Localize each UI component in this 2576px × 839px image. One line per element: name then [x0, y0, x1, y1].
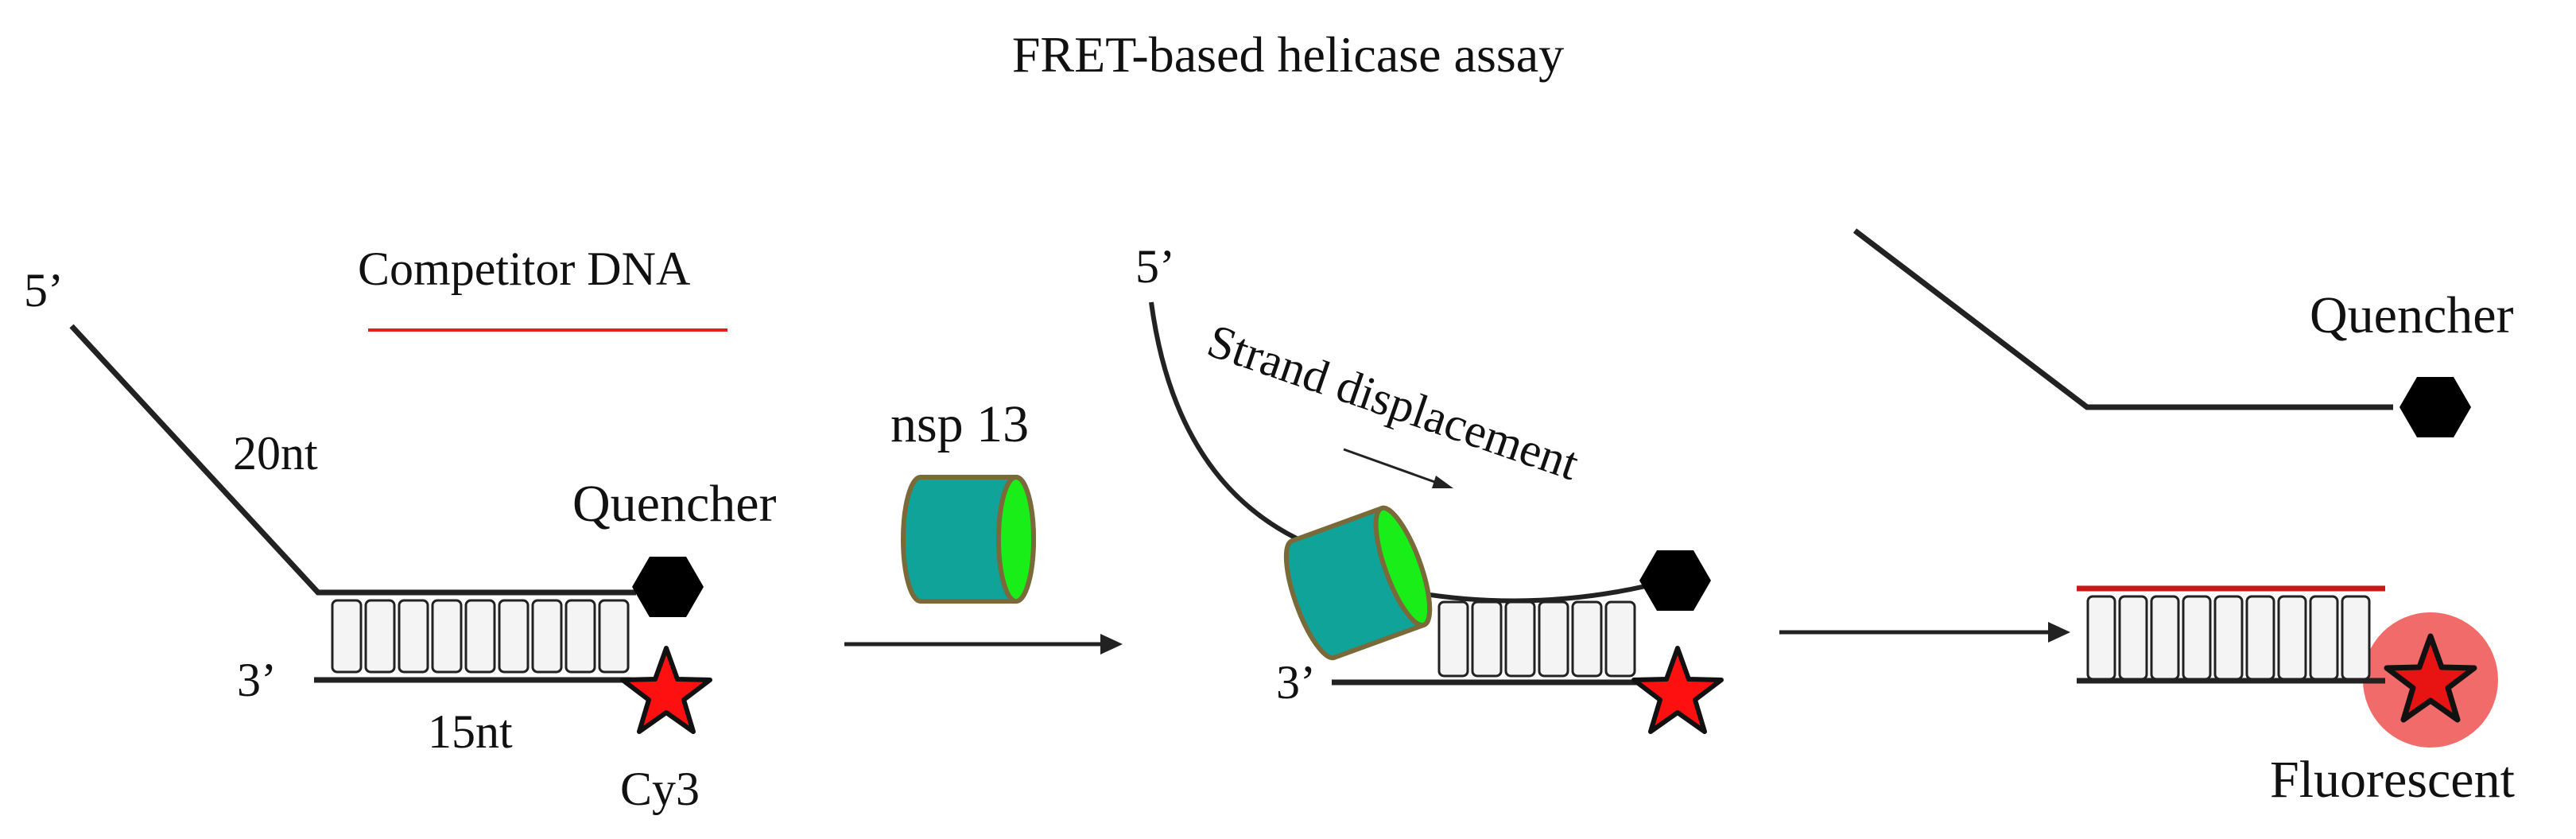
label-5-prime-unwinding: 5’ — [1135, 240, 1175, 293]
substrate-duplex-base-pairs — [331, 599, 630, 674]
enzyme-addition: nsp 13 — [844, 395, 1123, 654]
helicase-bound-icon — [1283, 505, 1433, 661]
unwinding-panel: 5’ 3’ Strand displacement — [1135, 240, 1724, 734]
substrate-top-strand — [69, 324, 636, 596]
released-quencher-strand — [1852, 228, 2393, 410]
substrate-panel: 5’ 3’ 20nt 15nt Quencher Cy3 Competitor … — [24, 243, 777, 815]
substrate-bottom-strand — [314, 677, 657, 701]
products-panel: Quencher Fluorescent — [1852, 228, 2515, 809]
label-fluorescent: Fluorescent — [2270, 751, 2515, 809]
label-nsp13: nsp 13 — [890, 395, 1029, 453]
quencher-hexagon-icon — [632, 557, 704, 617]
quencher-hexagon-icon-released — [2399, 377, 2471, 437]
label-competitor-dna: Competitor DNA — [358, 243, 690, 295]
product-duplex-base-pairs — [2086, 595, 2371, 681]
label-quencher-substrate: Quencher — [572, 475, 777, 533]
label-3-prime-unwinding: 3’ — [1276, 656, 1316, 709]
label-3-prime-substrate: 3’ — [237, 654, 277, 706]
unwinding-bottom-strand — [1332, 679, 1668, 700]
quencher-hexagon-icon-unwinding — [1639, 550, 1711, 611]
label-15nt: 15nt — [428, 705, 513, 758]
displaced-top-strand — [1149, 301, 1321, 551]
cy3-star-icon-unwinding — [1631, 646, 1724, 734]
label-20nt: 20nt — [233, 427, 318, 480]
label-strand-displacement: Strand displacement — [1201, 314, 1585, 490]
label-cy3: Cy3 — [620, 763, 700, 815]
cy3-star-icon-fluorescent — [2384, 633, 2477, 723]
diagram-title: FRET-based helicase assay — [1012, 26, 1564, 83]
label-quencher-released: Quencher — [2310, 286, 2514, 344]
cy3-star-icon — [620, 646, 712, 734]
unwinding-duplex-base-pairs — [1437, 600, 1636, 678]
reaction-arrow-1 — [844, 634, 1123, 654]
label-5-prime-substrate: 5’ — [24, 264, 64, 317]
helicase-nsp13-icon — [901, 475, 1036, 604]
reaction-arrow-2 — [1779, 622, 2070, 643]
direction-arrow — [1343, 448, 1453, 488]
